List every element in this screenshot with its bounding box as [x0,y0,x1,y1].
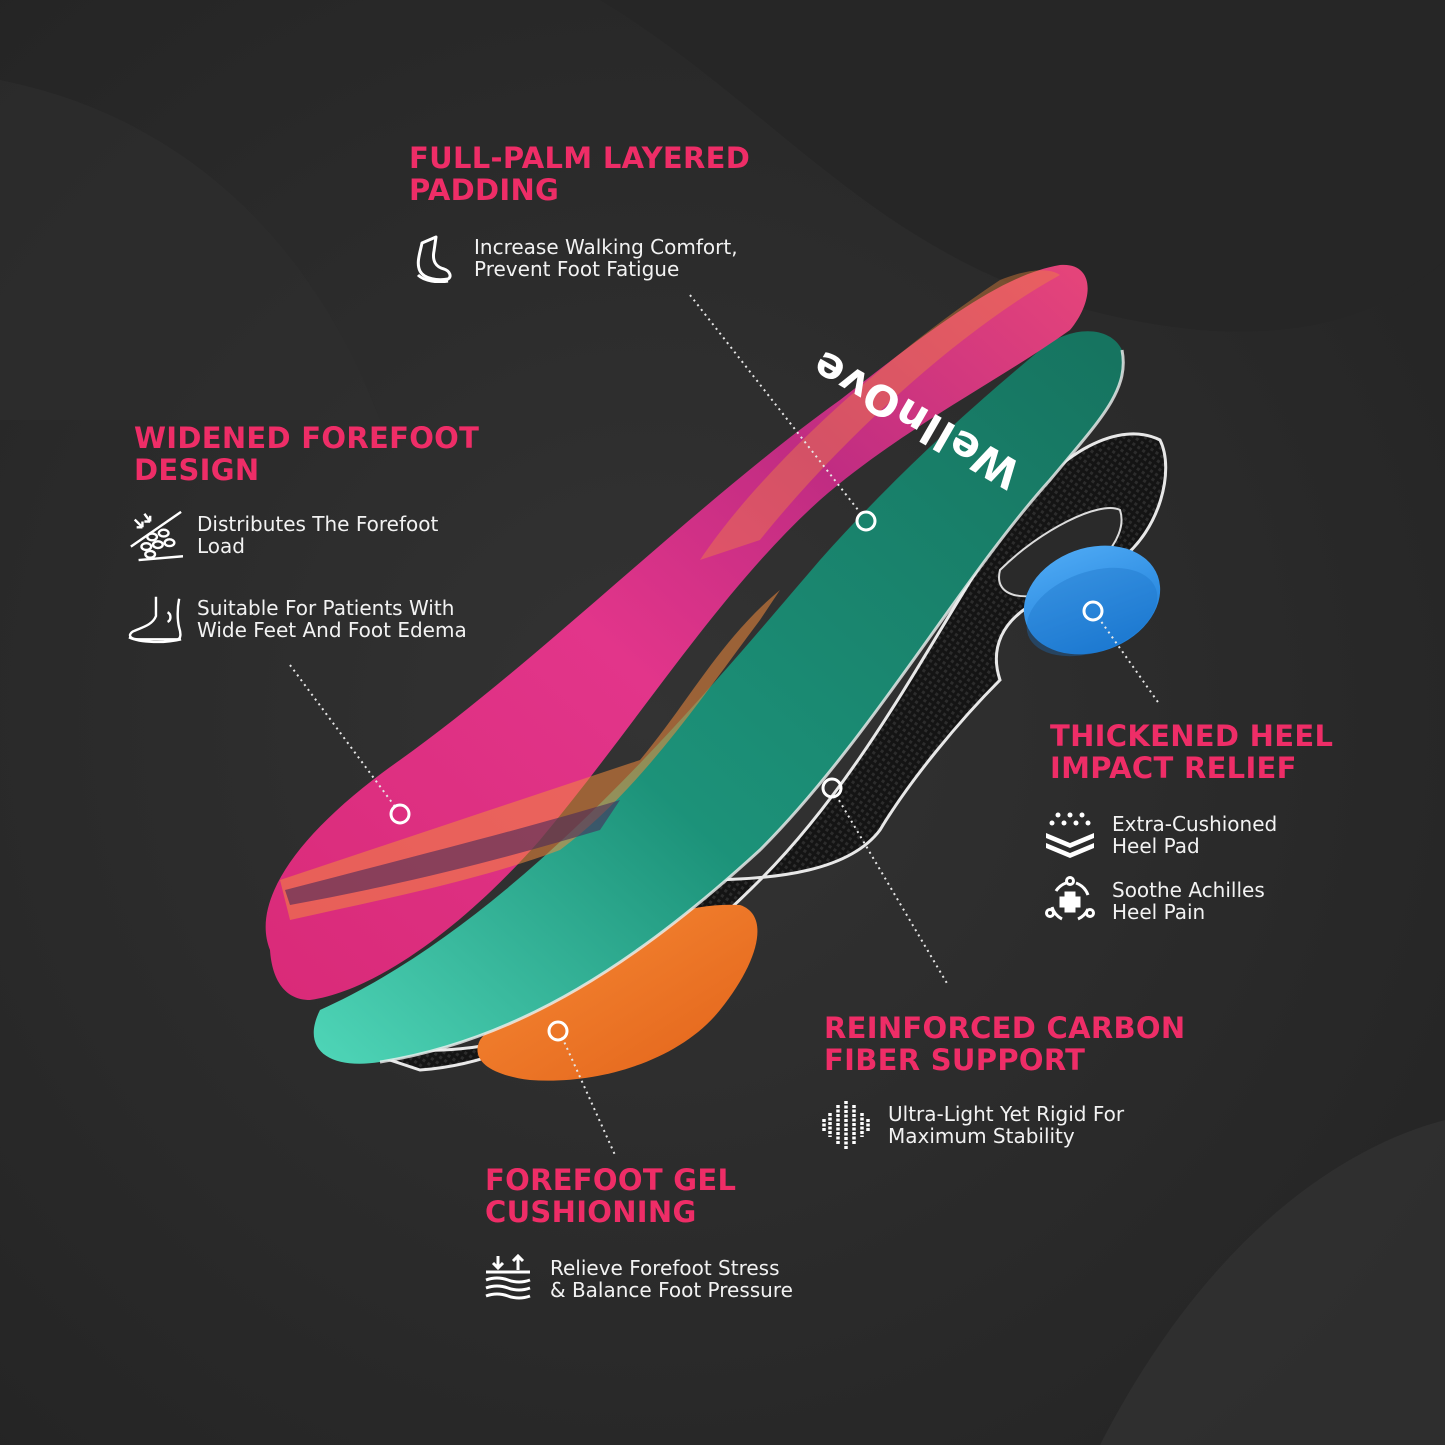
heading-widened-forefoot: WIDENED FOREFOOT DESIGN [134,421,480,487]
feature-walking-comfort: Increase Walking Comfort, Prevent Foot F… [404,233,738,283]
feature-load-distribution: Distributes The Forefoot Load [127,510,438,562]
feature-ultra-light: Ultra-Light Yet Rigid For Maximum Stabil… [818,1100,1124,1150]
heel-pad [1023,545,1161,655]
heading-full-palm: FULL-PALM LAYERED PADDING [409,141,751,207]
heading-carbon-fiber: REINFORCED CARBON FIBER SUPPORT [824,1011,1186,1077]
feature-wide-feet: Suitable For Patients With Wide Feet And… [127,594,467,644]
feature-achilles: Soothe Achilles Heel Pain [1042,876,1265,926]
marker-widened-forefoot [389,803,411,825]
marker-heel [1082,600,1104,622]
top-layer [265,264,1088,1000]
feature-relieve-stress: Relieve Forefoot Stress & Balance Foot P… [480,1254,793,1304]
marker-full-palm [855,510,877,532]
carbon-weave-icon [818,1100,874,1150]
feature-extra-cushioned: Extra-Cushioned Heel Pad [1042,810,1277,860]
heading-heel-relief: THICKENED HEEL IMPACT RELIEF [1050,719,1334,785]
marker-carbon [821,777,843,799]
cushion-layers-icon [1042,810,1098,860]
pressure-waves-icon [480,1254,536,1304]
forefoot-gel [477,904,758,1081]
load-distribution-icon [127,510,183,562]
wide-foot-icon [127,594,183,644]
middle-layer [313,331,1124,1064]
marker-gel [547,1020,569,1042]
medical-cross-icon [1042,876,1098,926]
foot-side-icon [404,233,460,283]
heading-forefoot-gel: FOREFOOT GEL CUSHIONING [485,1163,737,1229]
